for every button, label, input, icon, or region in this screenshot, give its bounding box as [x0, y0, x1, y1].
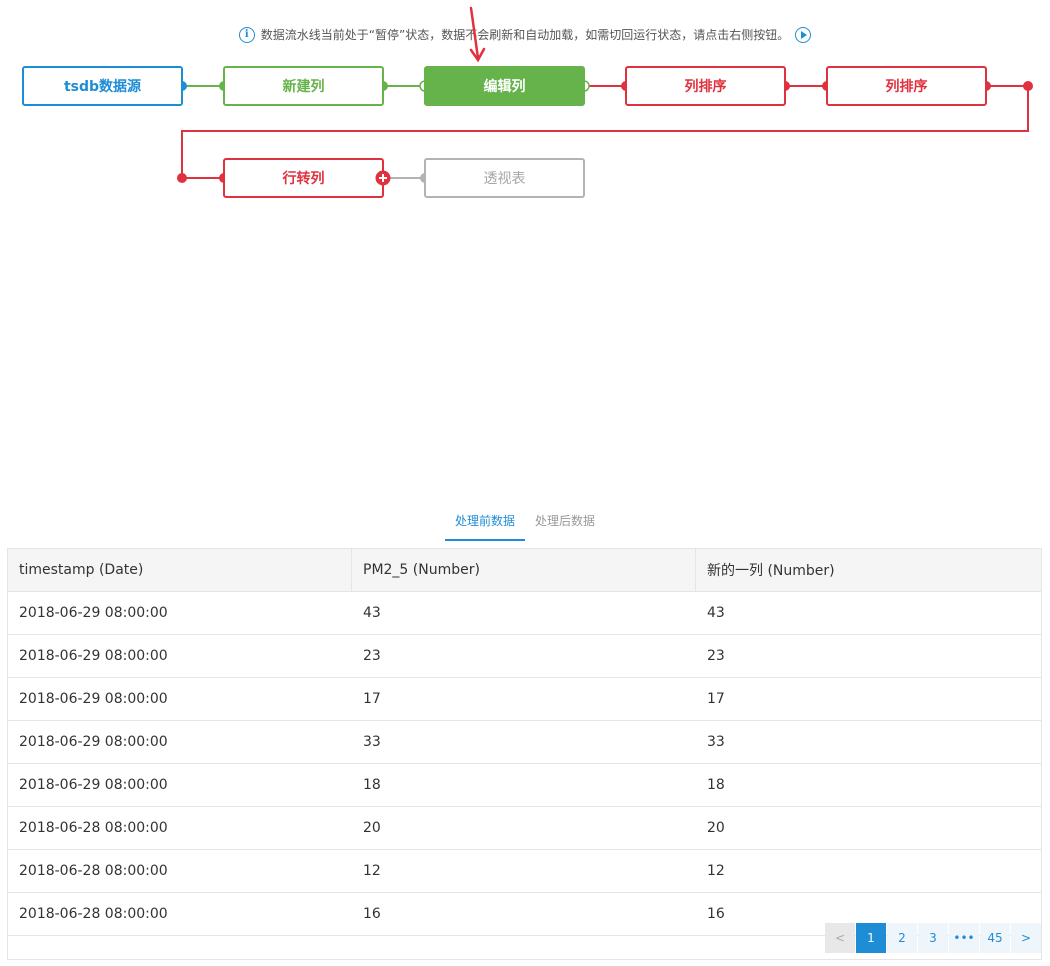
table-row: 2018-06-28 08:00:00 20 20 [8, 807, 1041, 850]
table-row: 2018-06-29 08:00:00 18 18 [8, 764, 1041, 807]
cell-pm25: 17 [363, 691, 381, 707]
annotation-arrow [469, 6, 486, 63]
cell-new-column: 18 [707, 777, 725, 793]
node-column-sort-1[interactable]: 列排序 [625, 66, 786, 106]
node-edit-column[interactable]: 编辑列 [424, 66, 585, 106]
port-wrap-start [177, 173, 187, 183]
cell-new-column: 12 [707, 863, 725, 879]
cell-timestamp: 2018-06-29 08:00:00 [19, 691, 168, 707]
data-tabs: 处理前数据 处理后数据 [0, 506, 1050, 541]
prev-page-button[interactable]: < [825, 923, 855, 953]
pipeline-notice: i 数据流水线当前处于“暂停”状态，数据不会刷新和自动加载，如需切回运行状态，请… [0, 26, 1050, 43]
cell-pm25: 12 [363, 863, 381, 879]
node-row-to-column[interactable]: 行转列 [223, 158, 384, 198]
cell-timestamp: 2018-06-29 08:00:00 [19, 734, 168, 750]
next-page-button[interactable]: > [1011, 923, 1041, 953]
cell-timestamp: 2018-06-28 08:00:00 [19, 820, 168, 836]
node-pivot-table[interactable]: 透视表 [424, 158, 585, 198]
cell-timestamp: 2018-06-28 08:00:00 [19, 863, 168, 879]
pagination: < 1 2 3 ••• 45 > [825, 923, 1041, 953]
cell-pm25: 43 [363, 605, 381, 621]
cell-new-column: 43 [707, 605, 725, 621]
cell-timestamp: 2018-06-28 08:00:00 [19, 906, 168, 922]
page-3-button[interactable]: 3 [918, 923, 948, 953]
cell-new-column: 16 [707, 906, 725, 922]
table-row: 2018-06-28 08:00:00 16 16 [8, 893, 1041, 936]
table-body[interactable]: 2018-06-29 08:00:00 43 43 2018-06-29 08:… [8, 592, 1041, 936]
cell-new-column: 23 [707, 648, 725, 664]
cell-pm25: 18 [363, 777, 381, 793]
cell-timestamp: 2018-06-29 08:00:00 [19, 605, 168, 621]
table-row: 2018-06-28 08:00:00 12 12 [8, 850, 1041, 893]
node-tsdb-source[interactable]: tsdb数据源 [22, 66, 183, 106]
page-ellipsis-button[interactable]: ••• [949, 923, 979, 953]
page-1-button[interactable]: 1 [856, 923, 886, 953]
tab-after-processing[interactable]: 处理后数据 [535, 514, 596, 528]
cell-pm25: 16 [363, 906, 381, 922]
cell-new-column: 20 [707, 820, 725, 836]
table-row: 2018-06-29 08:00:00 43 43 [8, 592, 1041, 635]
node-new-column[interactable]: 新建列 [223, 66, 384, 106]
table-row: 2018-06-29 08:00:00 17 17 [8, 678, 1041, 721]
notice-text: 数据流水线当前处于“暂停”状态，数据不会刷新和自动加载，如需切回运行状态，请点击… [260, 28, 790, 42]
header-pm25[interactable]: PM2_5 (Number) [352, 549, 696, 591]
tab-before-processing[interactable]: 处理前数据 [444, 506, 525, 541]
page-2-button[interactable]: 2 [887, 923, 917, 953]
table-row: 2018-06-29 08:00:00 33 33 [8, 721, 1041, 764]
table-header: timestamp (Date) PM2_5 (Number) 新的一列 (Nu… [8, 549, 1041, 592]
play-icon[interactable] [795, 26, 812, 43]
cell-new-column: 33 [707, 734, 725, 750]
add-node-plus-icon[interactable] [375, 170, 391, 186]
port-wrap-end [1023, 81, 1033, 91]
node-column-sort-2[interactable]: 列排序 [826, 66, 987, 106]
header-new-column[interactable]: 新的一列 (Number) [707, 563, 835, 579]
cell-timestamp: 2018-06-29 08:00:00 [19, 777, 168, 793]
cell-timestamp: 2018-06-29 08:00:00 [19, 648, 168, 664]
cell-pm25: 33 [363, 734, 381, 750]
cell-pm25: 23 [363, 648, 381, 664]
table-row: 2018-06-29 08:00:00 23 23 [8, 635, 1041, 678]
page-last-button[interactable]: 45 [980, 923, 1010, 953]
data-table: timestamp (Date) PM2_5 (Number) 新的一列 (Nu… [7, 548, 1042, 960]
cell-new-column: 17 [707, 691, 725, 707]
info-icon: i [238, 26, 255, 43]
header-timestamp[interactable]: timestamp (Date) [8, 549, 352, 591]
cell-pm25: 20 [363, 820, 381, 836]
